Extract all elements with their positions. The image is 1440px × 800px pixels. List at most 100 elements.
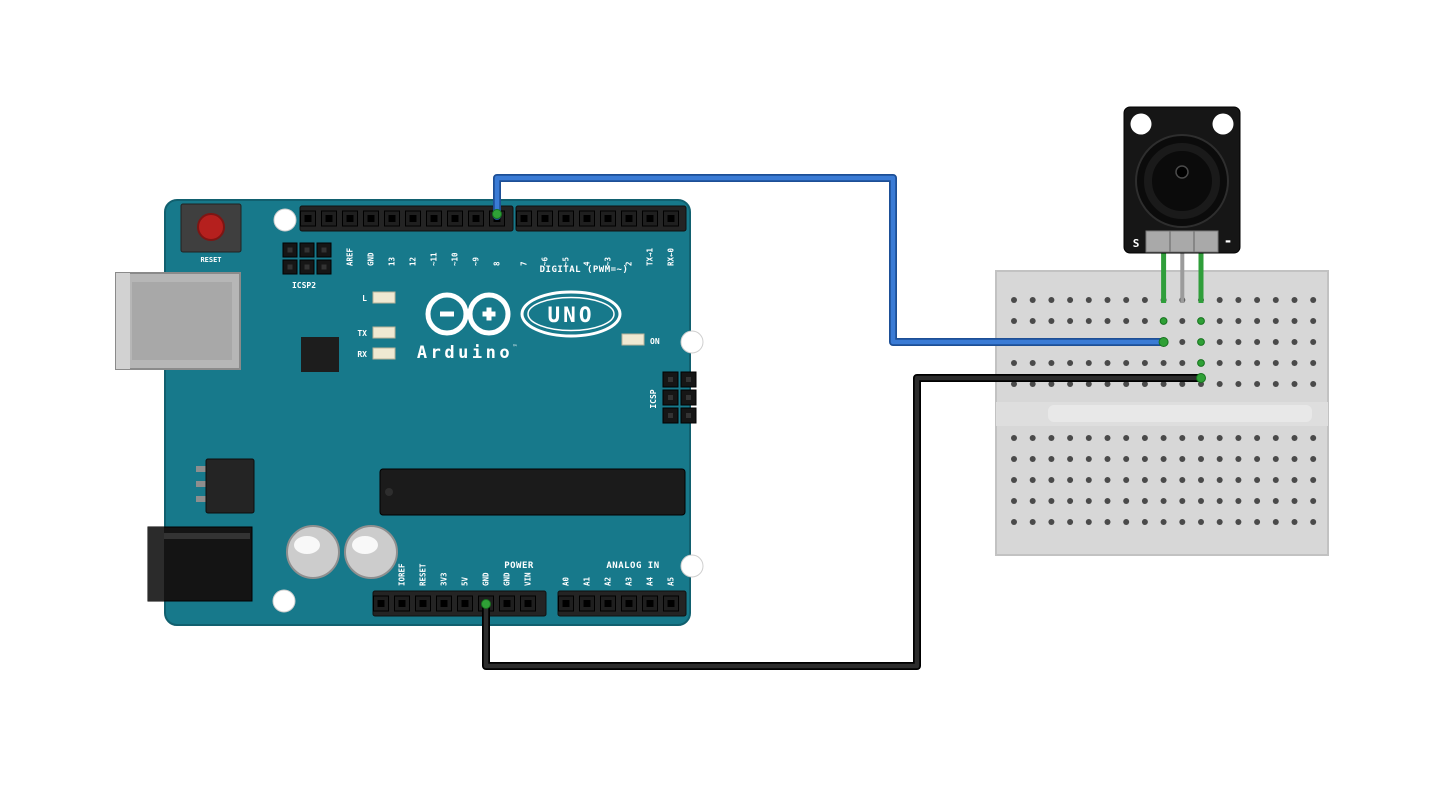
breadboard-hole[interactable] [1141,360,1148,366]
breadboard-hole[interactable] [1029,381,1036,387]
breadboard-hole[interactable] [1011,456,1017,462]
breadboard-hole[interactable] [1235,339,1242,345]
breadboard-hole[interactable] [1067,381,1074,387]
breadboard-connected-hole[interactable] [1197,359,1205,367]
breadboard-hole[interactable] [1085,435,1092,441]
breadboard-hole[interactable] [1254,435,1261,441]
breadboard-hole[interactable] [1291,498,1298,504]
breadboard-hole[interactable] [1048,381,1055,387]
breadboard-hole[interactable] [1254,297,1261,303]
breadboard-hole[interactable] [1141,498,1148,504]
breadboard-hole[interactable] [1011,519,1017,525]
breadboard-hole[interactable] [1141,519,1148,525]
breadboard-hole[interactable] [1216,435,1223,441]
breadboard-hole[interactable] [1254,339,1261,345]
breadboard-hole[interactable] [1160,477,1167,483]
breadboard-hole[interactable] [1235,318,1242,324]
reset-button-cap[interactable] [197,213,225,241]
breadboard-hole[interactable] [1179,456,1186,462]
breadboard-hole[interactable] [1011,381,1017,387]
ground-wire[interactable] [482,374,1205,670]
breadboard-hole[interactable] [1085,360,1092,366]
breadboard-hole[interactable] [1104,498,1111,504]
breadboard-hole[interactable] [1104,297,1111,303]
breadboard-hole[interactable] [1160,498,1167,504]
breadboard-hole[interactable] [1048,498,1055,504]
breadboard-hole[interactable] [1272,297,1279,303]
breadboard-hole[interactable] [1141,381,1148,387]
breadboard-hole[interactable] [1104,381,1111,387]
breadboard-hole[interactable] [1198,435,1204,441]
breadboard-hole[interactable] [1291,339,1298,345]
breadboard-hole[interactable] [1104,456,1111,462]
buzzer[interactable]: S - [1123,106,1241,303]
breadboard-hole[interactable] [1011,477,1017,483]
breadboard-hole[interactable] [1085,456,1092,462]
breadboard-hole[interactable] [1085,318,1092,324]
breadboard-hole[interactable] [1272,381,1279,387]
breadboard-hole[interactable] [1291,456,1298,462]
breadboard-hole[interactable] [1291,477,1298,483]
breadboard-hole[interactable] [1179,339,1186,345]
breadboard-hole[interactable] [1216,360,1223,366]
breadboard-hole[interactable] [1254,456,1261,462]
breadboard-hole[interactable] [1235,498,1242,504]
breadboard-connected-hole[interactable] [1197,317,1205,325]
breadboard-hole[interactable] [1141,456,1148,462]
breadboard-hole[interactable] [1011,498,1017,504]
breadboard-hole[interactable] [1067,435,1074,441]
breadboard-connected-hole[interactable] [1159,317,1168,325]
breadboard-hole[interactable] [1067,297,1074,303]
breadboard-hole[interactable] [1310,498,1317,504]
breadboard-hole[interactable] [1085,381,1092,387]
breadboard-hole[interactable] [1160,456,1167,462]
breadboard-hole[interactable] [1272,456,1279,462]
breadboard-hole[interactable] [1216,297,1223,303]
breadboard-hole[interactable] [1254,360,1261,366]
breadboard-hole[interactable] [1048,318,1055,324]
breadboard-hole[interactable] [1048,360,1055,366]
breadboard-hole[interactable] [1272,477,1279,483]
breadboard-hole[interactable] [1048,456,1055,462]
breadboard-hole[interactable] [1198,519,1204,525]
breadboard-hole[interactable] [1179,498,1186,504]
breadboard-hole[interactable] [1235,360,1242,366]
breadboard-hole[interactable] [1272,519,1279,525]
breadboard-hole[interactable] [1310,477,1317,483]
breadboard-hole[interactable] [1011,297,1017,303]
breadboard-hole[interactable] [1272,435,1279,441]
breadboard-hole[interactable] [1011,435,1017,441]
breadboard-hole[interactable] [1123,381,1130,387]
breadboard-hole[interactable] [1272,339,1279,345]
breadboard-hole[interactable] [1011,318,1017,324]
breadboard-hole[interactable] [1104,318,1111,324]
breadboard-hole[interactable] [1123,477,1130,483]
breadboard-hole[interactable] [1123,318,1130,324]
breadboard-hole[interactable] [1291,381,1298,387]
breadboard-hole[interactable] [1123,498,1130,504]
breadboard-hole[interactable] [1029,477,1036,483]
breadboard-hole[interactable] [1067,318,1074,324]
signal-wire[interactable] [493,174,1168,346]
breadboard-connected-hole[interactable] [1197,338,1205,346]
breadboard-hole[interactable] [1310,456,1317,462]
breadboard-hole[interactable] [1123,360,1130,366]
breadboard-hole[interactable] [1254,381,1261,387]
breadboard-hole[interactable] [1067,519,1074,525]
breadboard-hole[interactable] [1048,477,1055,483]
breadboard-hole[interactable] [1085,519,1092,525]
breadboard-hole[interactable] [1235,519,1242,525]
breadboard-hole[interactable] [1123,519,1130,525]
breadboard-hole[interactable] [1048,519,1055,525]
breadboard-hole[interactable] [1141,477,1148,483]
breadboard-hole[interactable] [1310,318,1317,324]
breadboard-hole[interactable] [1085,297,1092,303]
breadboard-hole[interactable] [1160,360,1167,366]
breadboard-hole[interactable] [1198,456,1204,462]
breadboard-hole[interactable] [1272,318,1279,324]
breadboard-hole[interactable] [1067,477,1074,483]
breadboard-hole[interactable] [1291,435,1298,441]
breadboard-hole[interactable] [1235,477,1242,483]
breadboard-hole[interactable] [1216,339,1223,345]
breadboard-hole[interactable] [1216,318,1223,324]
